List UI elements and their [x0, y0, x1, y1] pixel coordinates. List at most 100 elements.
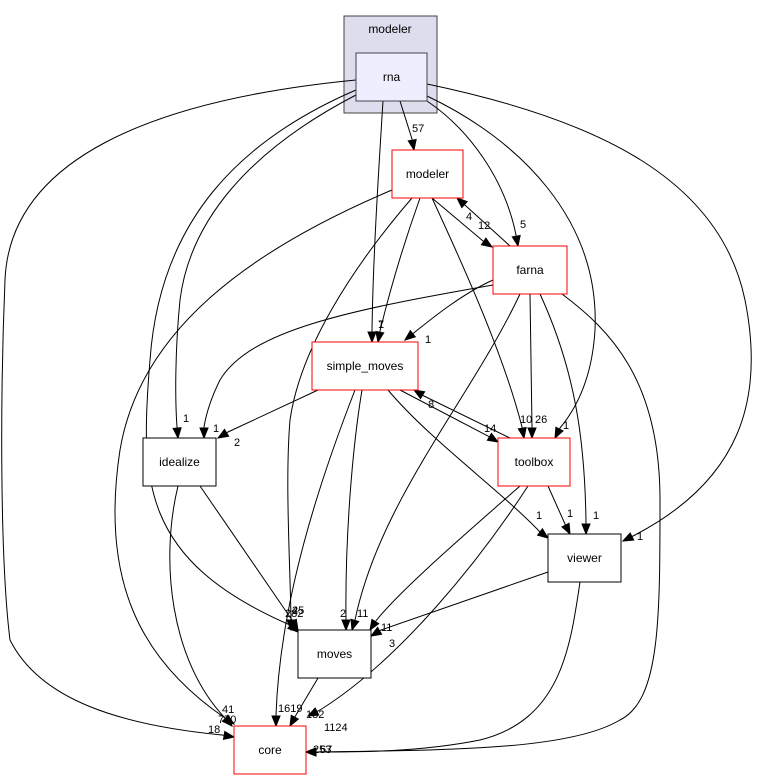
node-viewer[interactable]: viewer [547, 533, 622, 583]
node-moves[interactable]: moves [297, 629, 372, 679]
edge-rna-to-idealize[interactable] [172, 94, 357, 440]
node-rna[interactable]: rna [355, 52, 428, 102]
edge-label[interactable]: 41 [222, 704, 234, 716]
node-farna[interactable]: farna [492, 245, 568, 295]
edge-line [306, 293, 661, 753]
edge-label[interactable]: 1 [637, 531, 643, 543]
node-box[interactable] [233, 725, 307, 775]
edge-label[interactable]: 1 [567, 508, 573, 520]
edge-label[interactable]: 132 [306, 709, 324, 721]
edge-label[interactable]: 1 [563, 420, 569, 432]
node-box[interactable] [311, 341, 419, 391]
edge-label[interactable]: 1124 [324, 722, 348, 734]
edge-line [307, 485, 529, 717]
edge-label[interactable]: 1 [425, 334, 431, 346]
edge-label[interactable]: 1 [213, 423, 219, 435]
edge-label[interactable]: 11 [357, 608, 368, 620]
edge-farna-to-moves[interactable] [350, 293, 521, 632]
edge-farna-to-viewer[interactable] [539, 293, 591, 536]
edge-label[interactable]: 67 [320, 744, 332, 756]
edge-toolbox-to-simple_moves[interactable] [412, 389, 511, 439]
node-box[interactable] [492, 245, 568, 295]
edge-moves-to-core[interactable] [289, 677, 319, 728]
edge-label[interactable]: 1619 [278, 703, 302, 715]
edge-modeler-to-moves[interactable] [286, 197, 413, 632]
edge-line [287, 197, 413, 630]
edge-label[interactable]: 2 [234, 437, 240, 449]
node-box[interactable] [297, 629, 372, 679]
edge-idealize-to-moves[interactable] [199, 485, 299, 632]
edge-label[interactable]: 18 [208, 724, 220, 736]
arrowhead-icon [350, 618, 360, 632]
node-box[interactable] [355, 52, 428, 102]
node-idealize[interactable]: idealize [142, 437, 217, 487]
edge-toolbox-to-core[interactable] [306, 485, 529, 717]
node-box[interactable] [497, 437, 571, 487]
edge-label[interactable]: 8 [428, 399, 434, 411]
arrowhead-icon [412, 389, 426, 400]
edge-label[interactable]: 10 [520, 414, 532, 426]
edge-farna-to-idealize[interactable] [199, 284, 494, 440]
edge-label[interactable]: 1 [593, 510, 599, 522]
edge-label[interactable]: 2 [340, 608, 346, 620]
edge-line [369, 485, 521, 631]
arrowhead-icon [221, 714, 233, 728]
edge-rna-to-modeler[interactable] [399, 100, 417, 152]
edge-line [387, 389, 549, 539]
edge-label[interactable]: 4 [466, 211, 472, 223]
node-core[interactable]: core [233, 725, 307, 775]
edge-simple_moves-to-toolbox[interactable] [399, 389, 500, 443]
edge-label[interactable]: 282 [285, 608, 303, 620]
edge-label[interactable]: 57 [412, 123, 424, 135]
edge-toolbox-to-moves[interactable] [369, 485, 521, 632]
edge-idealize-to-core[interactable] [169, 485, 233, 728]
edge-label[interactable]: 1 [183, 413, 189, 425]
edge-simple_moves-to-viewer[interactable] [387, 389, 550, 539]
node-simple-moves[interactable]: simple_moves [311, 341, 419, 391]
edge-simple_moves-to-moves[interactable] [341, 389, 363, 632]
edge-rna-to-simple_moves[interactable] [367, 100, 384, 344]
edge-modeler-to-simple_moves[interactable] [375, 197, 421, 344]
edge-label[interactable]: 3 [389, 638, 395, 650]
edge-label[interactable]: 12 [478, 220, 490, 232]
edge-label[interactable]: 770 [218, 714, 236, 726]
edge-label[interactable]: 1 [536, 510, 542, 522]
node-label: core [258, 743, 282, 757]
edge-label[interactable]: 11 [381, 622, 392, 634]
node-label: viewer [567, 551, 602, 565]
edge-modeler-to-farna[interactable] [431, 197, 494, 248]
edge-label-layer: 5757111251812411028277012611112531482121… [183, 123, 643, 756]
edge-line [114, 189, 393, 725]
edge-toolbox-to-viewer[interactable] [547, 485, 571, 536]
edge-label[interactable]: 5 [520, 219, 526, 231]
node-box[interactable] [391, 149, 464, 199]
edge-label[interactable]: 7 [378, 319, 384, 331]
edge-rna-to-farna[interactable] [426, 100, 521, 248]
arrowhead-icon [216, 428, 230, 439]
node-toolbox[interactable]: toolbox [497, 437, 571, 487]
edge-simple_moves-to-idealize[interactable] [216, 389, 319, 439]
arrowhead-icon [511, 234, 521, 248]
arrowhead-icon [407, 138, 417, 152]
node-box[interactable] [547, 533, 622, 583]
edge-simple_moves-to-core[interactable] [271, 389, 356, 728]
edge-viewer-to-moves[interactable] [369, 571, 549, 637]
edge-rna-to-viewer[interactable] [426, 83, 752, 542]
edge-farna-to-modeler[interactable] [455, 197, 511, 247]
edge-label[interactable]: 25 [292, 605, 304, 617]
edge-farna-to-simple_moves[interactable] [403, 279, 494, 341]
edge-label[interactable]: 1 [378, 319, 384, 331]
edge-rna-to-core[interactable] [1, 79, 357, 740]
node-modeler[interactable]: modeler [391, 149, 464, 199]
edge-farna-to-toolbox[interactable] [527, 293, 537, 440]
edge-viewer-to-core[interactable] [304, 581, 581, 757]
edge-label[interactable]: 253 [313, 744, 331, 756]
node-label: idealize [159, 455, 200, 469]
arrowhead-icon [288, 618, 299, 632]
edge-modeler-to-toolbox[interactable] [431, 197, 527, 440]
edge-label[interactable]: 26 [535, 414, 547, 426]
cluster-label: modeler [368, 22, 411, 36]
node-box[interactable] [142, 437, 217, 487]
edge-label[interactable]: 4 [292, 605, 298, 617]
edge-label[interactable]: 14 [484, 423, 496, 435]
